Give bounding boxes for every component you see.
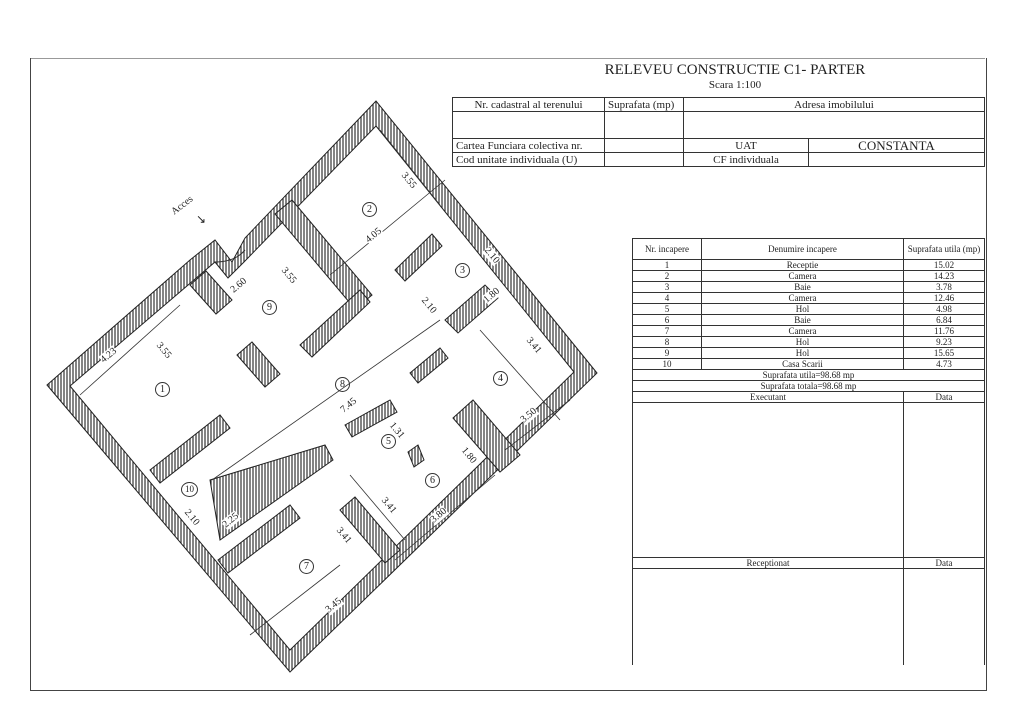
header-denumire: Denumire incapere [701,238,904,260]
room-nr: 1 [632,259,702,271]
info-table: Nr. cadastral al terenului Suprafata (mp… [452,97,985,167]
suprafata-totala: Suprafata totala=98.68 mp [632,380,985,392]
room-nr: 3 [632,281,702,293]
room-area: 15.02 [903,259,985,271]
room-area: 6.84 [903,314,985,326]
room-number-1: 1 [155,382,170,397]
uat-label: UAT [683,138,809,153]
room-area: 11.76 [903,325,985,337]
room-number-6: 6 [425,473,440,488]
suprafata-label: Suprafata (mp) [604,97,684,112]
room-number-2: 2 [362,202,377,217]
room-number-9: 9 [262,300,277,315]
carte-funciara-value [604,138,684,153]
room-nr: 8 [632,336,702,348]
room-nr: 4 [632,292,702,304]
cf-individuala-value [808,152,985,167]
room-name: Camera [701,292,904,304]
room-number-3: 3 [455,263,470,278]
room-area: 12.46 [903,292,985,304]
room-name: Hol [701,336,904,348]
room-number-8: 8 [335,377,350,392]
header-suprafata: Suprafata utila (mp) [903,238,985,260]
room-name: Casa Scarii [701,358,904,370]
data-label-2: Data [903,557,985,569]
data-label: Data [903,391,985,403]
room-name: Baie [701,281,904,293]
room-number-7: 7 [299,559,314,574]
suprafata-utila: Suprafata utila=98.68 mp [632,369,985,381]
room-nr: 5 [632,303,702,315]
room-nr: 6 [632,314,702,326]
room-area: 9.23 [903,336,985,348]
executant-area [632,402,904,558]
sheet-top-line [30,58,985,59]
receptionat-date-area [903,568,985,665]
cf-individuala-label: CF individuala [683,152,809,167]
room-name: Hol [701,347,904,359]
cadastral-label: Nr. cadastral al terenului [452,97,605,112]
cod-unitate-label: Cod unitate individuala (U) [452,152,605,167]
executant-label: Executant [632,391,904,403]
room-area: 15.65 [903,347,985,359]
adresa-value [683,111,985,139]
room-nr: 2 [632,270,702,282]
room-name: Camera [701,270,904,282]
sheet-frame [30,58,987,691]
room-name: Hol [701,303,904,315]
room-name: Baie [701,314,904,326]
room-area: 3.78 [903,281,985,293]
room-number-5: 5 [381,434,396,449]
receptionat-label: Receptionat [632,557,904,569]
carte-funciara-label: Cartea Funciara colectiva nr. [452,138,605,153]
access-arrow-icon: ↘ [196,212,207,226]
rooms-table: Nr. incapere Denumire incapere Suprafata… [632,238,985,665]
room-nr: 7 [632,325,702,337]
room-area: 4.98 [903,303,985,315]
cadastral-value [452,111,605,139]
room-number-10: 10 [181,482,198,497]
adresa-label: Adresa imobilului [683,97,985,112]
cod-unitate-value [604,152,684,167]
suprafata-value [604,111,684,139]
page-title: RELEVEU CONSTRUCTIE C1- PARTER [604,62,866,78]
room-nr: 10 [632,358,702,370]
uat-value: CONSTANTA [808,138,985,153]
room-number-4: 4 [493,371,508,386]
header-nr: Nr. incapere [632,238,702,260]
scale-label: Scara 1:100 [708,79,762,91]
room-area: 4.73 [903,358,985,370]
executant-date-area [903,402,985,558]
room-area: 14.23 [903,270,985,282]
room-nr: 9 [632,347,702,359]
receptionat-area [632,568,904,665]
room-name: Receptie [701,259,904,271]
room-name: Camera [701,325,904,337]
